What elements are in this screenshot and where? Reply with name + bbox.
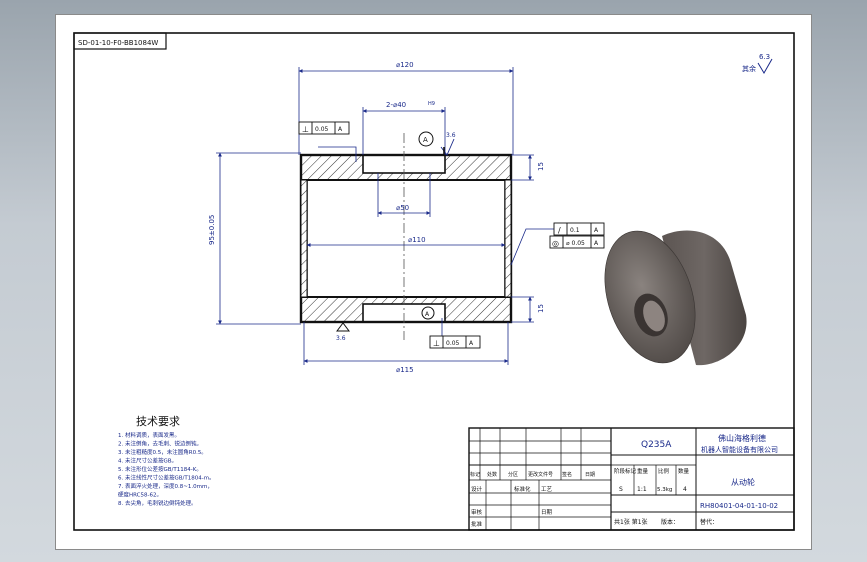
dim-wall-top: 15: [537, 162, 545, 171]
revision-header: 签名: [562, 471, 572, 478]
svg-text:A: A: [469, 340, 474, 347]
datum-a-top: A: [418, 131, 434, 147]
weight: 5.3kg: [657, 487, 672, 493]
part-name: 从动轮: [731, 477, 755, 487]
dim-d120: ⌀120: [396, 61, 414, 69]
svg-text:A: A: [338, 126, 343, 133]
title-block: [468, 427, 795, 531]
isometric-view: [604, 230, 747, 366]
dim-tol: H9: [428, 101, 435, 107]
svg-text:⊥: ⊥: [433, 339, 440, 348]
tech-req-line: 7. 表面淬火处理，深度0.8~1.0mm，: [118, 482, 213, 490]
tech-req-line: 6. 未注线性尺寸公差按GB/T1804-m。: [118, 474, 215, 482]
revision-header: 更改文件号: [528, 471, 553, 478]
svg-text:替代：: 替代：: [700, 518, 718, 526]
svg-text:数量: 数量: [678, 467, 690, 475]
technical-requirements: 技术要求 1. 材料调质，表面发黑。2. 未注倒角，去毛刺、锐边倒钝。3. 未注…: [118, 415, 215, 507]
gdt-concentric: ◎ ⌀ 0.05 A: [549, 235, 605, 249]
tech-req-line: 3. 未注粗糙度0.5，未注圆角R0.5。: [118, 448, 207, 456]
revision-header: 分区: [508, 471, 518, 478]
dim-height: 95±0.05: [208, 215, 216, 245]
svg-text:日期: 日期: [541, 509, 553, 516]
dim-d115: ⌀115: [396, 366, 414, 374]
svg-text:批准: 批准: [471, 520, 483, 528]
svg-text:共1张 第1张: 共1张 第1张: [614, 518, 648, 526]
svg-text:◎: ◎: [552, 239, 559, 248]
tech-req-line: 2. 未注倒角，去毛刺、锐边倒钝。: [118, 440, 202, 448]
svg-text:A: A: [594, 227, 599, 234]
tech-req-line: 8. 去尖角，毛刺锐边倒钝处理。: [118, 499, 197, 507]
svg-text:0.1: 0.1: [570, 227, 580, 234]
svg-text:⌀ 0.05: ⌀ 0.05: [566, 240, 585, 247]
svg-text:⊥: ⊥: [302, 125, 309, 134]
tech-req-line: 硬度HRC58-62。: [118, 491, 162, 499]
dim-wall-bottom: 15: [537, 304, 545, 313]
svg-text:/: /: [558, 226, 561, 235]
svg-text:审核: 审核: [471, 508, 483, 516]
svg-text:其余: 其余: [742, 64, 756, 73]
company-line2: 机器人智能设备有限公司: [701, 445, 778, 454]
svg-text:比例: 比例: [658, 467, 670, 475]
svg-text:A: A: [423, 136, 428, 144]
svg-text:阶段标记: 阶段标记: [614, 467, 637, 475]
revision-header: 处数: [487, 471, 497, 478]
tech-req-line: 1. 材料调质，表面发黑。: [118, 431, 180, 439]
company-line1: 佛山海格利德: [718, 433, 766, 443]
drawing-sheet: SD-01-10-F0-BB1084W 其余 6.3: [55, 14, 812, 550]
svg-text:3.6: 3.6: [336, 335, 346, 342]
svg-text:版本：: 版本：: [661, 518, 679, 526]
section-view: [299, 133, 513, 340]
drawing-canvas: SD-01-10-F0-BB1084W 其余 6.3: [73, 32, 795, 531]
material: Q235A: [641, 440, 672, 450]
svg-text:3.6: 3.6: [446, 132, 456, 139]
gdt-perp-bottom: ⊥ 0.05 A: [429, 335, 481, 349]
svg-text:0.05: 0.05: [446, 340, 460, 347]
dim-d110: ⌀110: [408, 236, 426, 244]
svg-text:6.3: 6.3: [759, 53, 770, 61]
svg-text:S: S: [619, 486, 623, 493]
scale: 1:1: [637, 486, 647, 493]
svg-text:标准化: 标准化: [514, 485, 531, 493]
gdt-perp-top: ⊥ 0.05 A: [298, 121, 350, 135]
svg-text:A: A: [594, 240, 599, 247]
sheet-code-box: [73, 32, 167, 50]
svg-text:设计: 设计: [471, 485, 483, 493]
revision-header: 标记: [470, 471, 480, 478]
tech-req-line: 5. 未注形位公差按GB/T1184-K。: [118, 465, 202, 473]
svg-text:A: A: [425, 311, 430, 318]
inner-frame: [73, 32, 795, 531]
gdt-runout: / 0.1 A: [553, 222, 605, 236]
svg-text:重量: 重量: [637, 467, 649, 475]
sheet-code: SD-01-10-F0-BB1084W: [78, 39, 158, 47]
dim-d40: 2-⌀40: [386, 101, 406, 109]
title-block-text: Q235A 佛山海格利德 机器人智能设备有限公司 从动轮 RH80401-04-…: [470, 433, 778, 528]
dim-d50: ⌀50: [396, 204, 409, 212]
tech-req-line: 4. 未注尺寸公差按GB。: [118, 457, 177, 465]
roughness-bottom: 3.6: [336, 322, 350, 342]
tech-req-title: 技术要求: [136, 415, 180, 428]
svg-text:0.05: 0.05: [315, 126, 329, 133]
revision-header: 日期: [585, 472, 595, 478]
datum-a-bottom: A: [421, 306, 435, 320]
drawing-no: RH80401-04-01-10-02: [700, 502, 778, 510]
default-roughness: 其余 6.3: [742, 53, 773, 74]
svg-text:工艺: 工艺: [541, 486, 553, 493]
quantity: 4: [683, 486, 687, 493]
roughness-top: 3.6: [440, 132, 456, 156]
